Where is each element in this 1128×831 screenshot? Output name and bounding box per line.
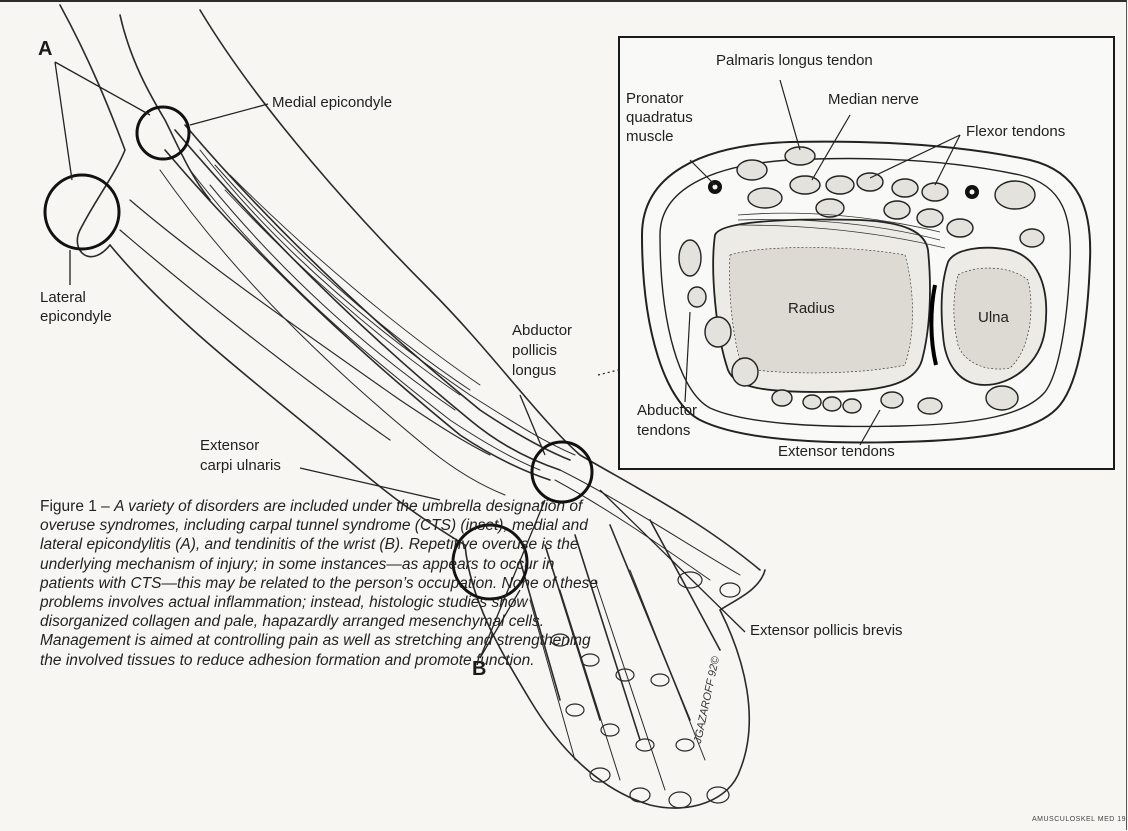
inset-label-pronator-line1: Pronator [626,90,684,108]
label-abductor-pollicis-line3: longus [512,362,556,380]
figure-caption-text: A variety of disorders are included unde… [40,498,598,669]
circle-medial-epicondyle [137,107,189,159]
label-abductor-pollicis-line1: Abductor [512,322,572,340]
label-extensor-carpi-line1: Extensor [200,437,259,455]
label-extensor-carpi-line2: carpi ulnaris [200,457,281,475]
label-a: A [38,38,52,61]
figure-caption: Figure 1 – A variety of disorders are in… [40,497,600,670]
inset-label-median-nerve: Median nerve [828,91,919,109]
label-extensor-pollicis-brevis: Extensor pollicis brevis [750,622,903,640]
inset-label-extensor-tendons: Extensor tendons [778,443,895,461]
corner-credit: AMUSCULOSKEL MED 19 [1032,816,1126,823]
inset-label-pronator-line3: muscle [626,128,674,146]
label-abductor-pollicis-line2: pollicis [512,342,557,360]
inset-label-abductor-tendons-line1: Abductor [637,402,697,420]
inset-label-pronator-line2: quadratus [626,109,693,127]
label-lateral-epicondyle-line1: Lateral [40,289,86,307]
label-medial-epicondyle: Medial epicondyle [272,94,392,112]
circle-wrist-upper [532,442,592,502]
inset-label-ulna: Ulna [978,309,1009,327]
label-lateral-epicondyle-line2: epicondyle [40,308,112,326]
inset-label-radius: Radius [788,300,835,318]
elbow-outline [60,5,125,257]
inset-label-flexor-tendons: Flexor tendons [966,123,1065,141]
inset-label-palmaris: Palmaris longus tendon [716,52,873,70]
circle-lateral-epicondyle [45,175,119,249]
inset-label-abductor-tendons-line2: tendons [637,422,690,440]
figure-caption-label: Figure 1 – [40,498,110,515]
